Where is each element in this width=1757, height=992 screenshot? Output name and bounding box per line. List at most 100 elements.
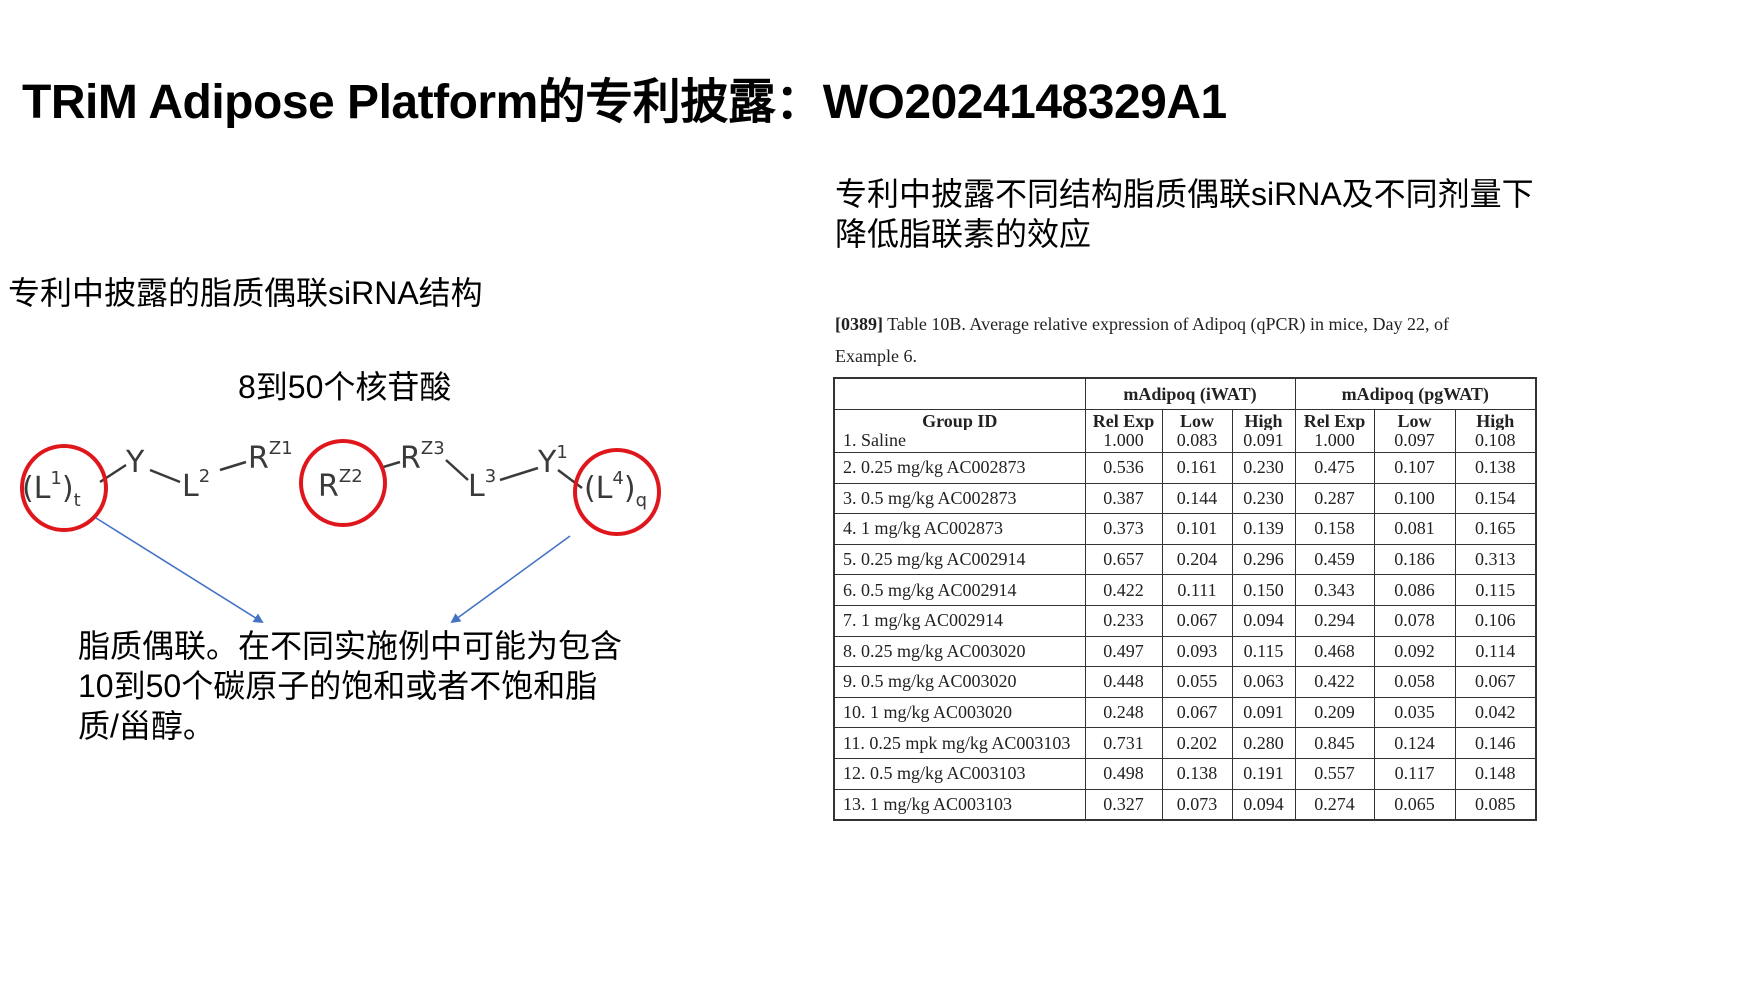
cell-iwat-high: 0.230	[1231, 452, 1296, 484]
cell-iwat-low: 0.161	[1161, 452, 1233, 484]
structure-labels: (L1)t Y L2 RZ1 RZ2 RZ3 L3 Y1 (L4)q	[22, 438, 647, 511]
cell-pgwat-low: 0.124	[1373, 727, 1456, 759]
col-header-group-id: Group ID	[833, 409, 1086, 430]
structure-heading: 专利中披露的脂质偶联siRNA结构	[8, 275, 483, 311]
cell-pgwat-high: 0.042	[1454, 696, 1537, 729]
cell-pgwat-rel-exp: 0.422	[1294, 666, 1375, 698]
cell-pgwat-rel-exp: 0.287	[1294, 482, 1375, 515]
rz2-group: RZ2	[318, 466, 363, 504]
cell-iwat-high: 0.091	[1231, 696, 1296, 729]
cell-iwat-low: 0.138	[1161, 757, 1233, 790]
cell-iwat-high: 0.139	[1231, 513, 1296, 545]
cell-iwat-rel-exp: 0.422	[1084, 574, 1163, 606]
cell-iwat-low: 0.067	[1161, 604, 1233, 637]
cell-pgwat-rel-exp: 0.294	[1294, 604, 1375, 637]
cell-group-id: 8. 0.25 mg/kg AC003020	[833, 635, 1086, 668]
cell-group-id: 11. 0.25 mpk mg/kg AC003103	[833, 727, 1086, 759]
table-group-header-row: mAdipoq (iWAT) mAdipoq (pgWAT)	[833, 377, 1537, 410]
group-header-pgwat: mAdipoq (pgWAT)	[1294, 377, 1537, 410]
cell-iwat-high: 0.094	[1231, 604, 1296, 637]
cell-iwat-low: 0.055	[1161, 666, 1233, 698]
cell-iwat-high: 0.094	[1231, 788, 1296, 821]
cell-iwat-low: 0.101	[1161, 513, 1233, 545]
y1-linker: Y1	[537, 442, 568, 480]
l3-linker: L3	[468, 466, 496, 504]
cell-pgwat-high: 0.148	[1454, 757, 1537, 790]
cell-pgwat-high: 0.108	[1454, 430, 1537, 453]
cell-iwat-low: 0.067	[1161, 696, 1233, 729]
cell-iwat-rel-exp: 0.498	[1084, 757, 1163, 790]
cell-pgwat-high: 0.067	[1454, 666, 1537, 698]
cell-group-id: 4. 1 mg/kg AC002873	[833, 513, 1086, 545]
cell-pgwat-low: 0.092	[1373, 635, 1456, 668]
col-header-iwat-low: Low	[1161, 409, 1233, 430]
cell-group-id: 6. 0.5 mg/kg AC002914	[833, 574, 1086, 606]
rz3-group: RZ3	[400, 438, 445, 476]
cell-iwat-high: 0.280	[1231, 727, 1296, 759]
cell-pgwat-rel-exp: 0.209	[1294, 696, 1375, 729]
cell-iwat-rel-exp: 0.373	[1084, 513, 1163, 545]
group-header-iwat: mAdipoq (iWAT)	[1084, 377, 1296, 410]
cell-iwat-rel-exp: 0.536	[1084, 452, 1163, 484]
y-linker: Y	[125, 445, 145, 480]
l2-linker: L2	[182, 466, 210, 504]
l1-highlight-circle	[20, 444, 108, 532]
cell-pgwat-rel-exp: 0.845	[1294, 727, 1375, 759]
highlight-circles	[20, 439, 661, 536]
cell-pgwat-rel-exp: 0.459	[1294, 543, 1375, 576]
cell-pgwat-low: 0.107	[1373, 452, 1456, 484]
structure-bonds	[99, 459, 583, 489]
cell-pgwat-low: 0.081	[1373, 513, 1456, 545]
lipid-conjugate-note: 脂质偶联。在不同实施例中可能为包含10到50个碳原子的饱和或者不饱和脂质/甾醇。	[78, 628, 623, 744]
col-header-pgwat-rel-exp: Rel Exp	[1294, 409, 1375, 430]
cell-iwat-rel-exp: 0.327	[1084, 788, 1163, 821]
rz2-highlight-circle	[299, 439, 387, 527]
cell-pgwat-high: 0.313	[1454, 543, 1537, 576]
cell-group-id: 12. 0.5 mg/kg AC003103	[833, 757, 1086, 790]
group-id-spacer	[833, 377, 1086, 410]
cell-pgwat-low: 0.117	[1373, 757, 1456, 790]
l4-highlight-circle	[573, 448, 661, 536]
cell-pgwat-high: 0.115	[1454, 574, 1537, 606]
table-column-header-row: Group ID Rel Exp Low High Rel Exp Low Hi…	[833, 409, 1537, 430]
cell-pgwat-high: 0.114	[1454, 635, 1537, 668]
cell-pgwat-low: 0.078	[1373, 604, 1456, 637]
cell-iwat-rel-exp: 0.497	[1084, 635, 1163, 668]
col-header-pgwat-high: High	[1454, 409, 1537, 430]
cell-pgwat-low: 0.035	[1373, 696, 1456, 729]
cell-iwat-low: 0.083	[1161, 430, 1233, 453]
cell-pgwat-low: 0.100	[1373, 482, 1456, 515]
cell-group-id: 13. 1 mg/kg AC003103	[833, 788, 1086, 821]
cell-pgwat-rel-exp: 0.343	[1294, 574, 1375, 606]
cell-pgwat-rel-exp: 0.557	[1294, 757, 1375, 790]
cell-iwat-rel-exp: 0.731	[1084, 727, 1163, 759]
paragraph-number: [0389]	[835, 314, 883, 334]
cell-group-id: 2. 0.25 mg/kg AC002873	[833, 452, 1086, 484]
col-header-iwat-high: High	[1231, 409, 1296, 430]
table-caption: [0389] Table 10B. Average relative expre…	[835, 308, 1515, 372]
cell-pgwat-low: 0.058	[1373, 666, 1456, 698]
cell-pgwat-low: 0.086	[1373, 574, 1456, 606]
cell-pgwat-high: 0.138	[1454, 452, 1537, 484]
cell-iwat-low: 0.144	[1161, 482, 1233, 515]
cell-pgwat-rel-exp: 0.475	[1294, 452, 1375, 484]
col-header-pgwat-low: Low	[1373, 409, 1456, 430]
cell-iwat-low: 0.073	[1161, 788, 1233, 821]
cell-pgwat-rel-exp: 0.158	[1294, 513, 1375, 545]
slide-title: TRiM Adipose Platform的专利披露：WO2024148329A…	[22, 76, 1227, 129]
cell-group-id: 1. Saline	[833, 430, 1086, 453]
pointer-arrows	[95, 517, 571, 624]
l1-group: (L1)t	[22, 468, 81, 511]
cell-iwat-rel-exp: 0.248	[1084, 696, 1163, 729]
cell-iwat-high: 0.115	[1231, 635, 1296, 668]
cell-pgwat-rel-exp: 0.468	[1294, 635, 1375, 668]
